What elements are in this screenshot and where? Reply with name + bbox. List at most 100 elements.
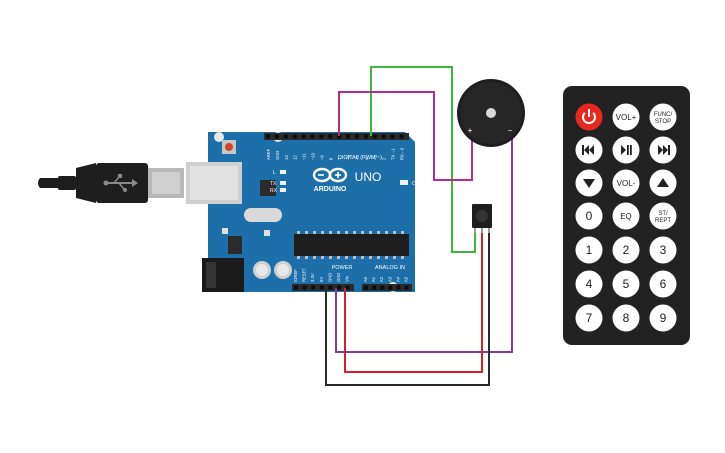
header-pin-hole[interactable] <box>301 134 306 139</box>
header-pin-hole[interactable] <box>274 134 279 139</box>
pin-label: ~10 <box>311 152 316 160</box>
header-pin-hole[interactable] <box>346 134 351 139</box>
header-pin-hole[interactable] <box>364 285 368 290</box>
header-pin-hole[interactable] <box>390 134 395 139</box>
header-pin-hole[interactable] <box>396 285 401 290</box>
chip-pin <box>369 231 372 234</box>
remote-button[interactable]: 6 <box>649 270 677 298</box>
header-pin-hole[interactable] <box>399 134 404 139</box>
header-pin-hole[interactable] <box>345 285 350 290</box>
chip-pin <box>329 231 332 234</box>
header-pin-hole[interactable] <box>337 134 342 139</box>
chip-pin <box>313 231 316 234</box>
header-pin-hole[interactable] <box>311 285 316 290</box>
chip-pin <box>321 256 324 259</box>
remote-button[interactable]: VOL+ <box>612 103 640 131</box>
remote-button-label: 4 <box>586 277 593 291</box>
usb-cable[interactable] <box>38 163 184 203</box>
header-pin-hole[interactable] <box>310 134 315 139</box>
header-pin-hole[interactable] <box>337 285 341 290</box>
chip-pin <box>385 231 388 234</box>
remote-button-label: 0 <box>586 209 593 223</box>
up-arrow-icon <box>657 178 669 187</box>
atmega-chip <box>294 234 409 256</box>
chip-pin <box>305 256 308 259</box>
header-pin-hole[interactable] <box>283 134 288 139</box>
remote-button[interactable]: 2 <box>612 236 640 264</box>
header-pin-hole[interactable] <box>404 285 409 290</box>
pin-label: A3 <box>387 276 392 282</box>
piezo-buzzer[interactable]: + − <box>457 79 525 147</box>
remote-button[interactable] <box>612 136 640 164</box>
arduino-logo-icon <box>312 167 348 183</box>
pin-label: 8 <box>328 157 333 160</box>
chip-pin <box>353 256 356 259</box>
voltage-regulator <box>228 236 242 254</box>
header-pin-hole[interactable] <box>328 285 333 290</box>
remote-button[interactable]: 4 <box>575 270 603 298</box>
header-pin-hole[interactable] <box>266 134 270 139</box>
magenta-wire[interactable] <box>338 91 473 181</box>
remote-button[interactable]: EQ <box>612 202 640 230</box>
pin-label: ~9 <box>319 155 324 160</box>
pin-label: AREF <box>266 148 271 160</box>
pin-label: GND <box>336 273 341 282</box>
header-pin-hole[interactable] <box>363 134 368 139</box>
pin-label: A0 <box>363 276 368 282</box>
analog-header-label: ANALOG IN <box>375 265 405 271</box>
chip-pin <box>329 256 332 259</box>
remote-button[interactable]: 7 <box>575 304 603 332</box>
remote-button[interactable]: 5 <box>612 270 640 298</box>
chip-pin <box>377 231 380 234</box>
pin-label: RESET <box>302 268 307 282</box>
wires <box>325 66 513 386</box>
pin-label: RX←0 <box>400 147 405 160</box>
remote-button-label: FUNC/ <box>654 112 673 118</box>
analog-header[interactable] <box>362 284 412 291</box>
red-wire[interactable] <box>344 232 483 373</box>
digital-header[interactable] <box>264 133 409 140</box>
pin-label: 2 <box>382 157 387 160</box>
pin-label: TX→1 <box>391 147 396 160</box>
header-pin-hole[interactable] <box>319 285 324 290</box>
header-pin-hole[interactable] <box>355 134 359 139</box>
header-pin-hole[interactable] <box>302 285 307 290</box>
chip-pin <box>353 231 356 234</box>
remote-button[interactable] <box>649 136 677 164</box>
remote-button[interactable]: ST/REPT <box>649 202 677 230</box>
play-pause-icon <box>621 145 632 155</box>
remote-button[interactable] <box>649 169 677 197</box>
purple-wire[interactable] <box>335 134 513 353</box>
header-pin-hole[interactable] <box>380 285 385 290</box>
green-wire[interactable] <box>370 66 476 253</box>
black-wire[interactable] <box>325 232 490 386</box>
header-pin-hole[interactable] <box>381 134 386 139</box>
remote-button-label: 1 <box>586 243 593 257</box>
header-pin-hole[interactable] <box>388 285 393 290</box>
remote-button-label: 5 <box>623 277 630 291</box>
remote-button[interactable] <box>575 136 603 164</box>
remote-button[interactable]: VOL- <box>612 169 640 197</box>
rx-led-label: RX <box>270 188 278 194</box>
remote-button[interactable]: 1 <box>575 236 603 264</box>
ir-receiver[interactable] <box>472 204 492 233</box>
remote-button[interactable]: 8 <box>612 304 640 332</box>
remote-button[interactable]: 0 <box>575 202 603 230</box>
header-pin-hole[interactable] <box>372 285 377 290</box>
header-pin-hole[interactable] <box>294 285 298 290</box>
header-pin-hole[interactable] <box>372 134 377 139</box>
chip-pin <box>369 256 372 259</box>
remote-button[interactable]: FUNC/STOP <box>649 103 677 131</box>
pin-label: 12 <box>293 155 298 160</box>
remote-button[interactable] <box>575 103 603 131</box>
header-pin-hole[interactable] <box>292 134 297 139</box>
remote-button[interactable]: 9 <box>649 304 677 332</box>
header-pin-hole[interactable] <box>319 134 324 139</box>
remote-button[interactable]: 3 <box>649 236 677 264</box>
pin-label: 13 <box>284 155 289 160</box>
remote-button[interactable] <box>575 169 603 197</box>
header-pin-hole[interactable] <box>328 134 333 139</box>
